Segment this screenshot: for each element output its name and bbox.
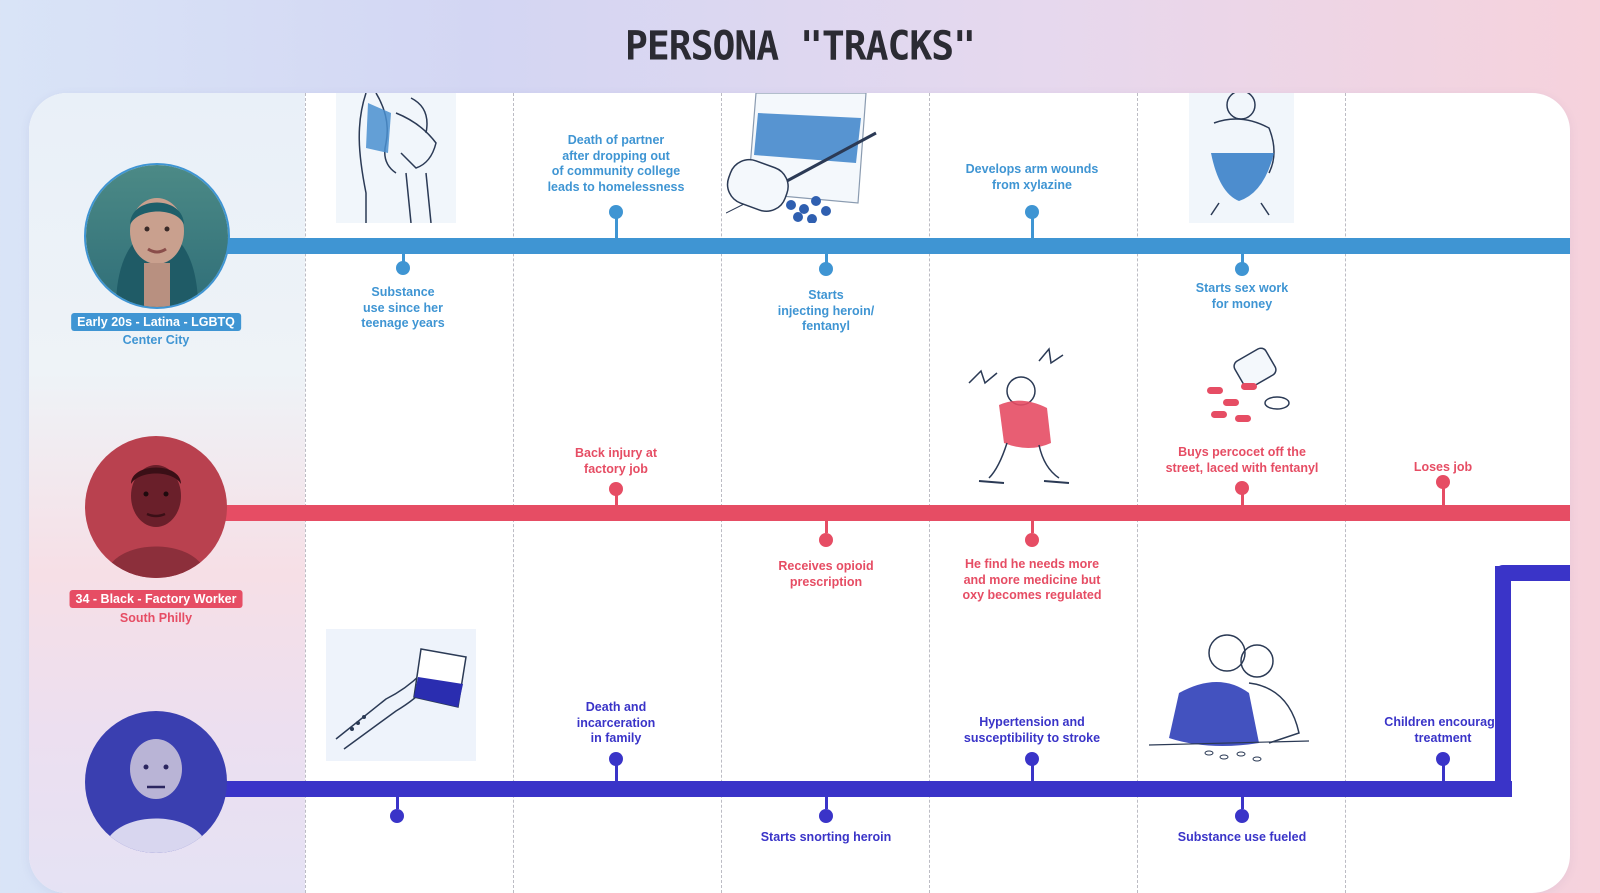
event-dot xyxy=(819,809,833,823)
persona-1-tag: Early 20s - Latina - LGBTQ xyxy=(71,313,241,331)
event-dot xyxy=(1436,752,1450,766)
persona-1-avatar xyxy=(84,163,230,309)
event-label: Hypertension and susceptibility to strok… xyxy=(963,715,1101,745)
event-dot xyxy=(1235,809,1249,823)
event-label: Develops arm wounds from xylazine xyxy=(965,162,1099,192)
event-dot xyxy=(819,262,833,276)
event-label: Loses job xyxy=(1413,460,1473,474)
event-label: Death and incarceration in family xyxy=(576,700,656,745)
event-label: Starts injecting heroin/ fentanyl xyxy=(777,288,875,333)
event-stem xyxy=(1241,795,1244,809)
crouching-person-illustration xyxy=(1189,93,1294,223)
event-label: Back injury at factory job xyxy=(575,446,657,476)
event-stem xyxy=(1031,761,1034,783)
event-stem xyxy=(1031,519,1034,533)
event-label: Receives opioid prescription xyxy=(778,559,874,589)
column-divider xyxy=(305,93,306,893)
event-dot xyxy=(609,205,623,219)
event-stem xyxy=(1241,491,1244,507)
event-stem xyxy=(396,795,399,809)
event-stem xyxy=(615,761,618,783)
event-dot xyxy=(1436,475,1450,489)
event-stem xyxy=(615,491,618,507)
event-label: Children encourage treatment xyxy=(1384,715,1502,745)
page-title: PERSONA "TRACKS" xyxy=(624,22,976,70)
event-dot xyxy=(390,809,404,823)
hand-with-bag-illustration xyxy=(326,629,476,761)
event-label: Starts sex work for money xyxy=(1195,281,1289,311)
event-label: Substance use fueled xyxy=(1177,830,1307,844)
event-dot xyxy=(1025,533,1039,547)
event-stem xyxy=(825,251,828,265)
event-stem xyxy=(1241,251,1244,265)
track-line-persona-1 xyxy=(224,238,1570,254)
event-dot xyxy=(819,533,833,547)
event-dot xyxy=(609,482,623,496)
track-line-persona-3-top xyxy=(1495,565,1570,581)
column-divider xyxy=(1345,93,1346,893)
drug-bag-syringe-illustration xyxy=(725,93,891,224)
event-dot xyxy=(1025,752,1039,766)
event-dot xyxy=(396,261,410,275)
event-dot xyxy=(1235,262,1249,276)
column-divider xyxy=(513,93,514,893)
event-stem xyxy=(1442,761,1445,783)
column-divider xyxy=(721,93,722,893)
event-stem xyxy=(1442,485,1445,507)
event-stem xyxy=(1031,215,1034,239)
event-stem xyxy=(825,519,828,533)
pill-bottle-illustration xyxy=(1197,345,1297,435)
persona-tracks-board: Substance use since her teenage years De… xyxy=(29,93,1570,893)
distressed-person-illustration xyxy=(959,333,1079,493)
persona-3-avatar xyxy=(85,711,227,853)
persona-2-avatar xyxy=(85,436,227,578)
column-divider xyxy=(1137,93,1138,893)
event-label: Buys percocet off the street, laced with… xyxy=(1165,445,1319,475)
event-dot xyxy=(609,752,623,766)
event-label: Substance use since her teenage years xyxy=(361,285,445,330)
track-line-persona-3-up xyxy=(1495,566,1511,796)
persona-2-location: South Philly xyxy=(119,611,193,625)
track-line-persona-2 xyxy=(224,505,1570,521)
event-stem xyxy=(615,215,618,239)
event-stem xyxy=(825,795,828,809)
event-label: Death of partner after dropping out of c… xyxy=(547,133,685,194)
hug-illustration xyxy=(336,93,456,224)
persona-1-location: Center City xyxy=(122,333,190,347)
event-stem xyxy=(402,251,405,265)
people-with-pills-illustration xyxy=(1148,633,1314,768)
event-dot xyxy=(1235,481,1249,495)
track-line-persona-3 xyxy=(224,781,1512,797)
event-dot xyxy=(1025,205,1039,219)
event-label: Starts snorting heroin xyxy=(760,830,892,844)
persona-2-tag: 34 - Black - Factory Worker xyxy=(69,590,243,608)
column-divider xyxy=(929,93,930,893)
event-label: He find he needs more and more medicine … xyxy=(962,557,1102,602)
